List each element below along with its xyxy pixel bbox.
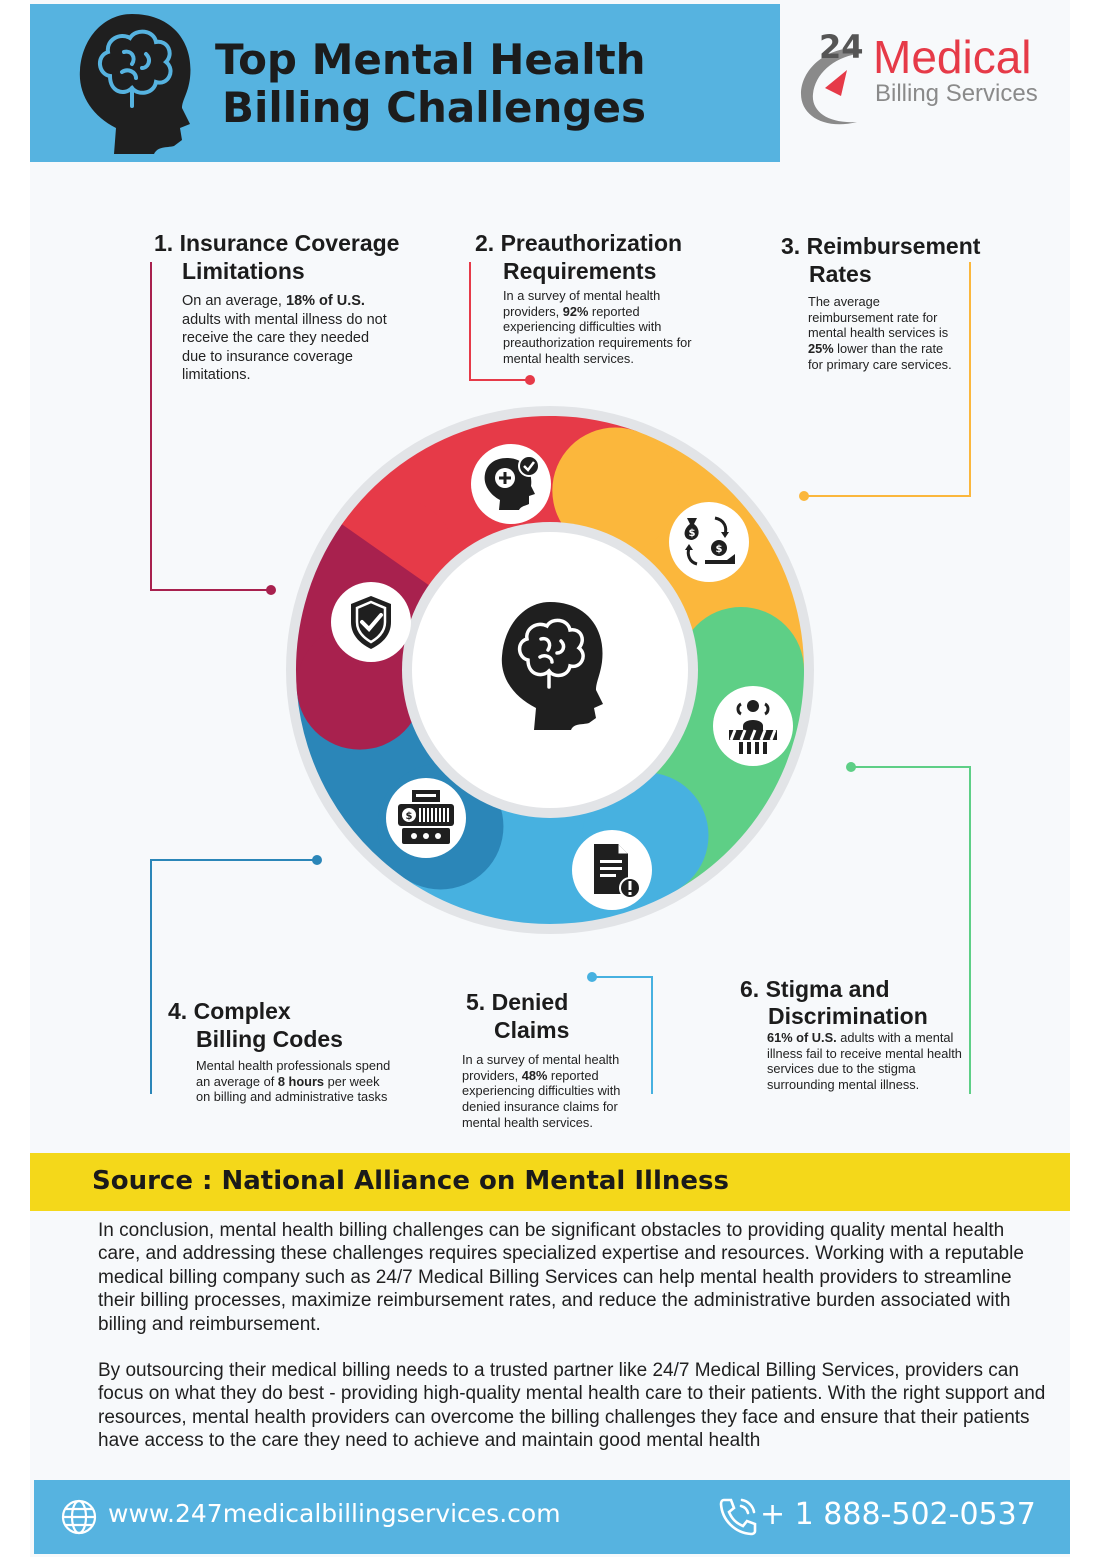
challenge-3-title-line-1: Reimbursement: [806, 233, 981, 259]
icon-stigma: [713, 686, 793, 766]
challenge-4-body-post: per week on billing and administrative t…: [196, 1073, 388, 1105]
challenge-4-title: 4. Complex: [168, 997, 291, 1025]
svg-text:$: $: [716, 544, 723, 555]
svg-text:$: $: [689, 528, 696, 539]
challenge-6-title-line-1: Stigma and: [765, 976, 890, 1002]
challenge-4-body-bold: 8 hours: [277, 1073, 325, 1089]
challenge-2-title-line-2: Requirements: [503, 258, 657, 284]
challenge-1-body-bold: 18% of U.S.: [286, 293, 365, 309]
central-head-brain-icon: [501, 602, 603, 730]
page-title-line-1: Top Mental Health: [215, 35, 646, 84]
billing-machine-icon: $: [398, 790, 454, 844]
conclusion-paragraph-2: By outsourcing their medical billing nee…: [98, 1360, 1046, 1452]
challenge-3-number: 3.: [781, 233, 801, 259]
source-band: [30, 1153, 1070, 1211]
challenge-6-title-line-2: Discrimination: [768, 1003, 928, 1029]
connector-2: [469, 262, 530, 381]
connector-6: [851, 766, 971, 1094]
challenge-1-title-line-2: Limitations: [182, 258, 305, 284]
icon-denied-claims: [572, 830, 652, 910]
challenge-2-body-bold: 92%: [562, 303, 589, 319]
head-brain-icon: [79, 14, 191, 154]
icon-insurance: [331, 582, 411, 662]
challenge-6-number: 6.: [740, 976, 760, 1002]
company-logo: 24 Medical Billing Services: [795, 26, 1065, 136]
challenge-4-description: Mental health professionals spend an ave…: [196, 1058, 391, 1105]
footer-band: [34, 1480, 1070, 1554]
challenge-5-title: 5. Denied: [466, 988, 568, 1016]
challenge-4-body-pre: Mental health professionals spend an ave…: [196, 1058, 391, 1089]
challenge-2-title-line-1: Preauthorization: [500, 230, 683, 256]
footer-website-link[interactable]: www.247medicalbillingservices.com: [108, 1499, 561, 1528]
challenge-6-body-bold: 61% of U.S.: [767, 1030, 837, 1045]
challenge-5-description: In a survey of mental health providers, …: [462, 1052, 652, 1131]
phone-icon: [719, 1498, 757, 1536]
challenge-2-description: In a survey of mental health providers, …: [503, 288, 703, 367]
challenge-6-body-post: adults with a mental illness fail to rec…: [767, 1030, 962, 1093]
challenge-5-title-line-1: Denied: [491, 989, 569, 1015]
challenge-3-body-bold: 25%: [808, 341, 834, 357]
icon-reimbursement: $ $: [669, 502, 749, 582]
challenge-4-title-line-1: Complex: [193, 998, 291, 1024]
challenge-4-title-line-2: Billing Codes: [196, 1026, 343, 1052]
icon-preauthorization: [471, 444, 551, 524]
svg-text:$: $: [406, 811, 413, 822]
money-exchange-icon: $ $: [684, 516, 735, 566]
ring-lobe-3: [552, 427, 679, 554]
connector-4: [150, 859, 317, 1094]
logo-area: [780, 4, 1070, 162]
challenge-4-number: 4.: [168, 998, 188, 1024]
logo-number: 24: [819, 28, 864, 66]
challenge-2-body-pre: In a survey of mental health providers,: [503, 288, 661, 319]
challenge-1-description: On an average, 18% of U.S. adults with m…: [182, 292, 397, 385]
shield-check-icon: [351, 596, 391, 649]
challenge-6-description: 61% of U.S. adults with a mental illness…: [767, 1030, 962, 1093]
person-barrier-icon: [729, 700, 777, 754]
challenge-1-title: 1. Insurance Coverage: [154, 229, 399, 257]
footer-phone-number[interactable]: + 1 888-502-0537: [760, 1497, 1036, 1532]
challenge-1-body-pre: On an average,: [182, 293, 286, 309]
challenge-3-body-pre: The average reimbursement rate for menta…: [808, 294, 949, 341]
logo-name: Medical: [873, 31, 1032, 83]
icon-billing-codes: $: [386, 778, 466, 858]
challenge-5-title-line-2: Claims: [494, 1017, 570, 1043]
challenge-1-title-line-1: Insurance Coverage: [179, 230, 400, 256]
page-title-line-2: Billing Challenges: [222, 83, 646, 132]
connector-1: [150, 262, 271, 591]
source-citation: Source : National Alliance on Mental Ill…: [92, 1166, 729, 1196]
challenge-5-number: 5.: [466, 989, 486, 1015]
head-medical-check-icon: [484, 455, 540, 510]
challenge-3-title-line-2: Rates: [809, 261, 872, 287]
globe-icon: [61, 1499, 97, 1535]
challenge-1-body-post: adults with mental illness do not receiv…: [182, 311, 387, 384]
conclusion-paragraph-1: In conclusion, mental health billing cha…: [98, 1220, 1024, 1335]
challenge-2-title: 2. Preauthorization: [475, 229, 682, 257]
challenge-3-title: 3. Reimbursement: [781, 232, 980, 260]
challenge-5-body-bold: 48%: [521, 1067, 548, 1083]
document-alert-icon: [594, 844, 641, 899]
challenge-5-body-post: reported experiencing difficulties with …: [462, 1067, 621, 1130]
challenge-2-body-post: reported experiencing difficulties with …: [503, 303, 692, 366]
challenge-1-number: 1.: [154, 230, 174, 256]
challenge-5-body-pre: In a survey of mental health providers,: [462, 1052, 620, 1083]
challenge-2-number: 2.: [475, 230, 495, 256]
connector-5: [592, 976, 653, 1094]
challenge-6-title: 6. Stigma and: [740, 975, 890, 1003]
logo-tagline: Billing Services: [875, 80, 1038, 107]
connector-3: [804, 262, 971, 497]
challenge-3-description: The average reimbursement rate for menta…: [808, 294, 958, 373]
logo-swoosh-icon: [801, 48, 857, 125]
challenge-3-body-post: lower than the rate for primary care ser…: [808, 341, 952, 372]
